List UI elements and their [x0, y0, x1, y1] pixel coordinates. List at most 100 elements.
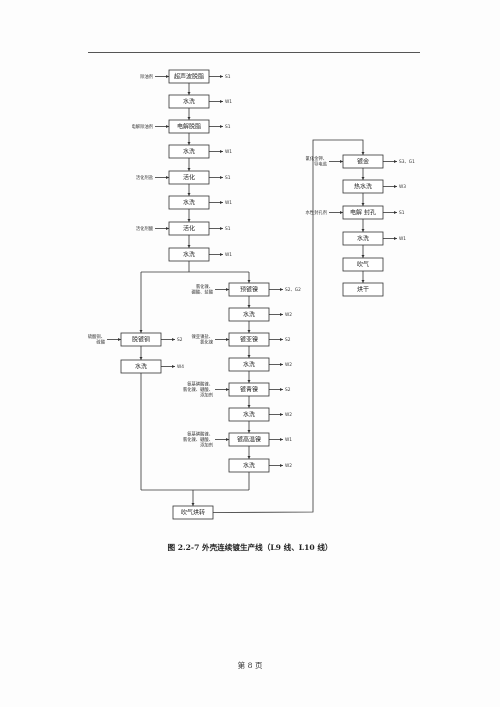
output-emission: S1	[399, 210, 405, 216]
input-material: 硫酸铜、	[88, 333, 105, 340]
process-box	[228, 407, 270, 422]
process-label: 水洗	[243, 311, 255, 319]
output-emission: S3、G1	[399, 159, 415, 165]
process-step-n5: 活化 活化剂盐 S1	[136, 170, 231, 185]
output-emission: W1	[225, 149, 232, 155]
process-label: 电解 封孔	[350, 209, 376, 217]
process-box	[228, 357, 270, 372]
input-material: 除油剂	[140, 73, 153, 80]
process-label: 活化	[183, 174, 195, 182]
output-emission: W1	[225, 200, 232, 206]
process-label: 镀亚镍	[240, 336, 258, 344]
process-step-r5: 吹气	[342, 257, 384, 272]
output-emission: W1	[225, 99, 232, 105]
process-step-r6: 烘干	[342, 282, 384, 297]
output-emission: W2	[285, 362, 292, 368]
output-emission: W2	[285, 463, 292, 469]
header-rule	[88, 52, 420, 53]
process-step-r4: 水洗 W1	[342, 231, 406, 246]
input-material: 氨基磺酸镍、	[187, 380, 213, 387]
input-material: 电解除油剂	[132, 123, 153, 130]
process-box	[120, 359, 162, 374]
input-material: 硫酸	[96, 339, 105, 346]
process-box	[342, 179, 384, 194]
process-box	[168, 170, 210, 185]
flow-connectors	[107, 74, 397, 513]
input-material: 水性封孔剂	[306, 209, 327, 216]
process-label: 水洗	[357, 235, 369, 243]
process-box	[342, 154, 384, 169]
process-box	[168, 144, 210, 159]
input-material: 氯化镍	[200, 339, 214, 346]
process-label: 电解脱脂	[177, 123, 201, 131]
process-box	[342, 231, 384, 246]
process-step-n3: 电解脱脂 电解除油剂 S1	[132, 119, 231, 134]
output-emission: W1	[399, 236, 406, 242]
output-emission: S2	[285, 387, 291, 393]
process-label: 水洗	[243, 411, 255, 419]
process-label: 水洗	[183, 251, 195, 259]
process-label: 水洗	[243, 361, 255, 369]
input-material: 添加剂	[200, 442, 213, 449]
figure-caption: 图 2.2-7 外壳连续镀生产线（L9 线、L10 线）	[167, 543, 333, 552]
process-label: 超声波脱脂	[174, 73, 204, 81]
input-material: 镍亚镍盐、	[192, 333, 213, 340]
process-label: 吹气烘转	[181, 509, 205, 517]
page-number: 第 8 页	[237, 661, 263, 670]
output-emission: W3	[399, 184, 406, 190]
process-box	[120, 332, 162, 347]
input-material: 氯化镍、硼酸、	[183, 386, 213, 393]
process-step-n4: 水洗 W1	[168, 144, 232, 159]
process-box	[168, 94, 210, 109]
input-material: 添加剂	[200, 392, 213, 399]
process-label: 水洗	[183, 148, 195, 156]
process-step-r3: 电解 封孔 水性封孔剂 S1	[306, 205, 405, 220]
process-label: 镀高温镍	[237, 436, 261, 444]
input-material: 活化剂盐	[136, 174, 154, 181]
process-box	[168, 195, 210, 210]
input-material: 氨基磺酸镍、	[187, 430, 213, 437]
input-material: 活化剂酸	[136, 225, 154, 232]
output-emission: S1	[225, 175, 231, 181]
process-step-p5: 镀青镍 氨基磺酸镍、氯化镍、硼酸、添加剂 S2	[183, 380, 291, 398]
process-step-r2: 热水洗 W3	[342, 179, 406, 194]
output-emission: W2	[285, 412, 292, 418]
input-material: 硼酸、盐酸	[192, 289, 214, 296]
output-emission: S1	[225, 74, 231, 80]
process-box	[228, 382, 270, 397]
process-box	[342, 205, 384, 220]
process-box	[228, 432, 270, 447]
output-emission: S2	[285, 337, 291, 343]
process-box	[168, 69, 210, 84]
process-box	[172, 505, 214, 520]
process-step-n1: 超声波脱脂 除油剂 S1	[140, 69, 231, 84]
process-box	[228, 307, 270, 322]
process-label: 镀青镍	[240, 386, 258, 394]
process-step-p6: 水洗 W2	[228, 407, 292, 422]
process-step-p3: 镀亚镍 镍亚镍盐、氯化镍 S2	[192, 332, 291, 347]
input-material: 氯化镍、硼酸、	[183, 436, 213, 443]
process-box	[168, 221, 210, 236]
process-box	[168, 119, 210, 134]
process-label: 水洗	[183, 98, 195, 106]
output-emission: S1	[225, 124, 231, 130]
output-emission: S1	[225, 226, 231, 232]
process-step-n2: 水洗 W1	[168, 94, 232, 109]
process-label: 烘干	[357, 286, 369, 294]
process-label: 热水洗	[354, 183, 372, 191]
process-step-m1: 吹气烘转	[172, 505, 214, 520]
process-box	[342, 282, 384, 297]
process-box	[168, 247, 210, 262]
